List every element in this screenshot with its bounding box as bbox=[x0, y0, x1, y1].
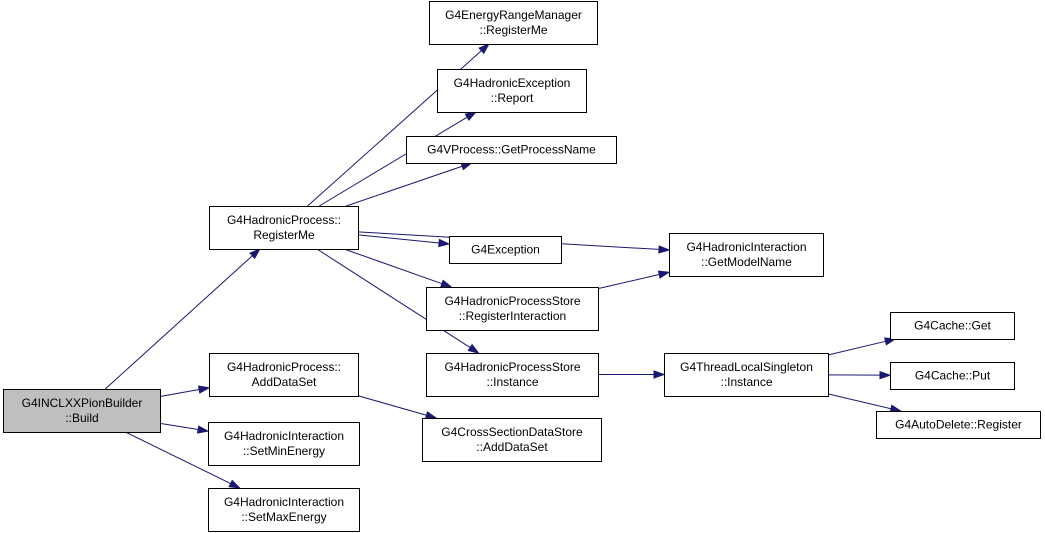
node-box bbox=[209, 206, 359, 250]
node-box bbox=[876, 411, 1041, 439]
edge-root-to-hp-adddataset bbox=[159, 389, 200, 398]
node-label-line: RegisterMe bbox=[253, 228, 315, 242]
node-label-line: G4HadronicInteraction bbox=[686, 240, 806, 254]
node-label-line: AddDataSet bbox=[252, 375, 317, 389]
node-box bbox=[422, 418, 602, 462]
edge-root-to-hi-setmax-arrowhead bbox=[228, 479, 241, 489]
node-label-line: ::Report bbox=[491, 91, 534, 105]
edge-hp-adddataset-to-csds-adddataset-arrowhead bbox=[424, 411, 438, 420]
edge-hp-register-to-exception bbox=[357, 234, 440, 244]
node-label-line: ::AddDataSet bbox=[476, 440, 548, 454]
edge-hp-register-to-hps-instance bbox=[316, 248, 471, 349]
edge-hp-register-to-hi-getmodelname-arrowhead bbox=[658, 245, 671, 254]
node-hi-getmodelname[interactable]: G4HadronicInteraction::GetModelName bbox=[669, 233, 824, 277]
node-label-line: G4HadronicProcessStore bbox=[444, 294, 580, 308]
node-box bbox=[890, 312, 1015, 340]
node-box bbox=[406, 136, 617, 164]
node-hps-instance[interactable]: G4HadronicProcessStore::Instance bbox=[426, 353, 599, 397]
node-box bbox=[208, 422, 360, 466]
node-box bbox=[890, 362, 1015, 390]
node-autodelete-register[interactable]: G4AutoDelete::Register bbox=[876, 411, 1041, 439]
node-label-line: G4HadronicException bbox=[454, 76, 571, 90]
node-hi-setmin[interactable]: G4HadronicInteraction::SetMinEnergy bbox=[208, 422, 360, 466]
edge-tls-instance-to-cache-get bbox=[827, 340, 886, 356]
node-label-line: ::Instance bbox=[720, 375, 772, 389]
node-hp-adddataset[interactable]: G4HadronicProcess::AddDataSet bbox=[209, 353, 359, 397]
node-cache-put[interactable]: G4Cache::Put bbox=[890, 362, 1015, 390]
edge-root-to-hp-adddataset-arrowhead bbox=[197, 385, 211, 394]
node-box bbox=[426, 353, 599, 397]
edge-hp-register-to-he-report-arrowhead bbox=[464, 111, 478, 122]
node-box bbox=[209, 353, 359, 397]
node-box bbox=[429, 1, 598, 45]
node-label-line: G4Cache::Put bbox=[915, 369, 991, 383]
node-label-line: G4ThreadLocalSingleton bbox=[680, 360, 813, 374]
node-he-report[interactable]: G4HadronicException::Report bbox=[437, 69, 587, 113]
edge-hp-register-to-hps-instance-arrowhead bbox=[467, 343, 480, 354]
edge-hps-reginteraction-to-hi-getmodelname-arrowhead bbox=[657, 270, 671, 279]
node-label-line: G4HadronicInteraction bbox=[224, 495, 344, 509]
node-root[interactable]: G4INCLXXPionBuilder::Build bbox=[3, 389, 161, 433]
node-hps-reginteraction[interactable]: G4HadronicProcessStore::RegisterInteract… bbox=[426, 287, 599, 331]
edge-hp-adddataset-to-csds-adddataset bbox=[357, 395, 427, 416]
node-tls-instance[interactable]: G4ThreadLocalSingleton::Instance bbox=[664, 353, 829, 397]
node-label-line: ::GetModelName bbox=[701, 255, 792, 269]
node-box bbox=[664, 353, 829, 397]
edge-root-to-hi-setmax bbox=[125, 431, 231, 485]
node-label-line: ::RegisterInteraction bbox=[459, 309, 566, 323]
edge-root-to-hp-register bbox=[104, 255, 253, 390]
node-box bbox=[669, 233, 824, 277]
node-box bbox=[449, 236, 562, 264]
node-label-line: G4HadronicProcess:: bbox=[227, 360, 341, 374]
node-vp-getname[interactable]: G4VProcess::GetProcessName bbox=[406, 136, 617, 164]
edge-root-to-hi-setmin bbox=[159, 422, 199, 431]
node-label-line: G4CrossSectionDataStore bbox=[441, 425, 583, 439]
node-hp-register[interactable]: G4HadronicProcess::RegisterMe bbox=[209, 206, 359, 250]
edge-hp-register-to-erm-register-arrowhead bbox=[478, 42, 491, 55]
edge-hp-register-to-hps-reginteraction-arrowhead bbox=[440, 279, 453, 288]
node-label-line: ::RegisterMe bbox=[479, 23, 547, 37]
node-box bbox=[3, 389, 161, 433]
edge-hp-register-to-he-report bbox=[319, 116, 468, 207]
node-erm-register[interactable]: G4EnergyRangeManager::RegisterMe bbox=[429, 1, 598, 45]
node-label-line: ::SetMaxEnergy bbox=[241, 510, 326, 524]
edge-hps-reginteraction-to-hi-getmodelname bbox=[597, 274, 660, 290]
node-label-line: ::Build bbox=[65, 411, 98, 425]
node-label-line: G4Exception bbox=[471, 243, 540, 257]
node-hi-setmax[interactable]: G4HadronicInteraction::SetMaxEnergy bbox=[208, 488, 360, 532]
node-label-line: G4Cache::Get bbox=[914, 319, 991, 333]
nodes-layer: G4INCLXXPionBuilder::Build G4HadronicProc… bbox=[3, 1, 1041, 532]
edge-root-to-hp-register-arrowhead bbox=[249, 247, 261, 260]
node-label-line: G4INCLXXPionBuilder bbox=[22, 396, 143, 410]
edge-hp-register-to-exception-arrowhead bbox=[438, 238, 451, 248]
node-label-line: ::Instance bbox=[486, 375, 538, 389]
node-box bbox=[426, 287, 599, 331]
node-exception[interactable]: G4Exception bbox=[449, 236, 562, 264]
edge-hp-register-to-vp-getname bbox=[346, 165, 463, 207]
node-label-line: G4HadronicProcessStore bbox=[444, 360, 580, 374]
node-box bbox=[208, 488, 360, 532]
node-label-line: ::SetMinEnergy bbox=[243, 444, 325, 458]
node-cache-get[interactable]: G4Cache::Get bbox=[890, 312, 1015, 340]
node-label-line: G4HadronicProcess:: bbox=[227, 213, 341, 227]
node-label-line: G4AutoDelete::Register bbox=[895, 418, 1022, 432]
edge-root-to-hi-setmin-arrowhead bbox=[196, 425, 210, 434]
node-label-line: G4HadronicInteraction bbox=[224, 429, 344, 443]
edge-tls-instance-to-cache-put-arrowhead bbox=[879, 370, 892, 380]
edge-hps-instance-to-tls-instance-arrowhead bbox=[653, 370, 666, 379]
node-label-line: G4VProcess::GetProcessName bbox=[427, 143, 596, 157]
node-box bbox=[437, 69, 587, 113]
node-label-line: G4EnergyRangeManager bbox=[445, 8, 582, 22]
edge-hp-register-to-hps-reginteraction bbox=[343, 248, 443, 285]
edge-tls-instance-to-autodelete-register bbox=[827, 393, 892, 410]
node-csds-adddataset[interactable]: G4CrossSectionDataStore::AddDataSet bbox=[422, 418, 602, 462]
